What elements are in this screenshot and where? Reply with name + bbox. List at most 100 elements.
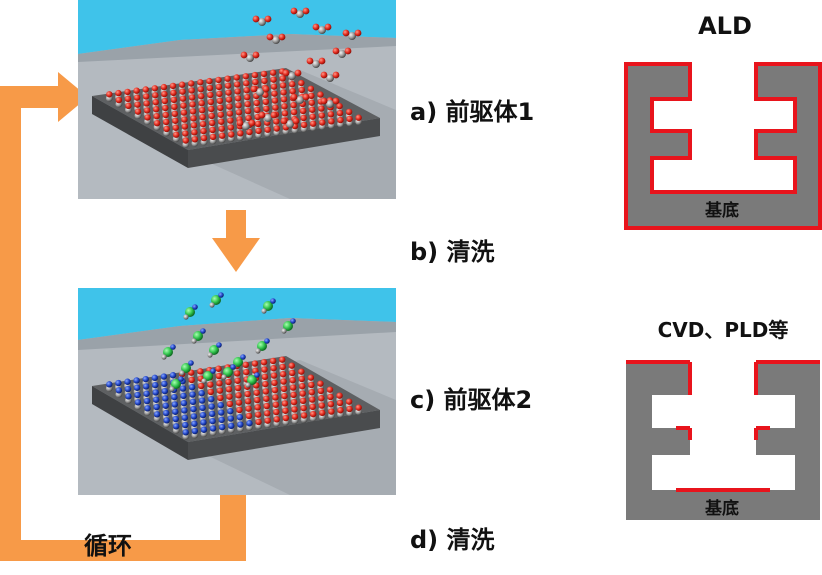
surface-atom (199, 113, 206, 121)
surface-atom (244, 390, 251, 398)
surface-atom (317, 380, 324, 387)
surface-atom (273, 125, 280, 132)
surface-atom (125, 102, 132, 110)
surface-atom (299, 390, 306, 397)
surface-atom (271, 386, 279, 394)
gas-molecule (262, 85, 270, 93)
gas-molecule (338, 50, 346, 58)
surface-atom (170, 96, 178, 104)
surface-atom (142, 383, 150, 390)
ald-panel-title: ALD (698, 12, 752, 40)
surface-atom (143, 107, 151, 114)
gas-molecule (302, 7, 310, 15)
surface-atom (153, 411, 161, 418)
gas-molecule (326, 74, 334, 82)
surface-atom (307, 85, 315, 93)
surface-atom (246, 420, 253, 427)
surface-atom (199, 404, 206, 412)
surface-atom (198, 100, 205, 107)
gas-molecule (248, 119, 256, 127)
gas-molecule (312, 23, 320, 31)
surface-atom (217, 104, 224, 112)
surface-atom (337, 116, 344, 124)
gas-molecule (252, 51, 260, 59)
surface-atom (190, 413, 198, 420)
surface-atom (197, 86, 204, 93)
gas-molecule (264, 338, 270, 344)
surface-atom (172, 408, 179, 415)
surface-atom (143, 100, 150, 107)
surface-atom (225, 378, 232, 386)
surface-atom (308, 92, 315, 100)
surface-atom (182, 137, 189, 144)
surface-atom (198, 382, 205, 390)
surface-atom (273, 416, 280, 423)
gas-molecule (169, 386, 175, 392)
surface-atom (225, 96, 233, 103)
surface-atom (163, 417, 170, 424)
cycle-loop-path (0, 86, 246, 561)
surface-atom (255, 418, 262, 426)
gas-molecule (326, 100, 334, 108)
surface-atom (188, 87, 195, 94)
surface-atom (290, 108, 298, 116)
surface-atom (151, 85, 159, 92)
surface-atom (245, 405, 252, 412)
surface-atom (191, 427, 199, 435)
surface-atom (245, 412, 253, 420)
surface-atom (233, 74, 240, 81)
surface-atom (318, 112, 326, 119)
surface-atom (216, 90, 223, 98)
surface-atom (180, 102, 187, 109)
gas-molecule (233, 357, 243, 367)
gas-molecule (252, 15, 260, 23)
surface-atom (215, 372, 223, 380)
surface-atom (280, 385, 288, 393)
step-label-b: b) 清洗 (410, 238, 495, 266)
gas-molecule (324, 23, 332, 31)
surface-atom (152, 92, 159, 99)
gas-molecules-2 (161, 292, 296, 392)
ald-base-label: 基底 (705, 201, 739, 221)
surface-atom (237, 130, 244, 137)
surface-atom (151, 374, 159, 382)
surface-atom (163, 125, 170, 133)
surface-atom (289, 81, 296, 88)
surface-atoms-2 (105, 356, 363, 440)
surface-atom (115, 387, 123, 394)
surface-atom (134, 108, 142, 115)
surface-atom (225, 386, 233, 393)
gas-molecule (281, 328, 287, 334)
surface-atom (246, 128, 253, 136)
surface-atom (143, 397, 151, 405)
gas-molecule (254, 372, 260, 378)
gas-molecule (306, 57, 314, 65)
gas-molecule (257, 341, 267, 351)
surface-atom (242, 73, 250, 80)
surface-atom (200, 134, 208, 142)
gas-molecule (290, 93, 298, 101)
surface-atom (243, 94, 251, 101)
gas-molecule (286, 120, 294, 128)
surface-atom (319, 119, 326, 126)
surface-atom (336, 109, 344, 117)
surface-atom (188, 384, 196, 391)
surface-atom (124, 385, 132, 393)
surface-atom (134, 101, 141, 108)
surface-atom (261, 77, 268, 85)
surface-atom (207, 381, 214, 388)
surface-atom (224, 75, 231, 82)
gas-molecule (296, 96, 304, 104)
surface-atom (355, 404, 362, 411)
surface-atom (318, 395, 325, 402)
surface-atom (270, 372, 278, 379)
surface-atom (161, 387, 169, 395)
surface-atom (345, 398, 353, 405)
surface-atom (143, 390, 150, 397)
surface-atom (282, 414, 290, 422)
surface-atom (161, 90, 168, 98)
down-arrow (212, 210, 260, 272)
cvd-base-label: 基底 (705, 499, 739, 519)
surface-atom (208, 112, 215, 120)
